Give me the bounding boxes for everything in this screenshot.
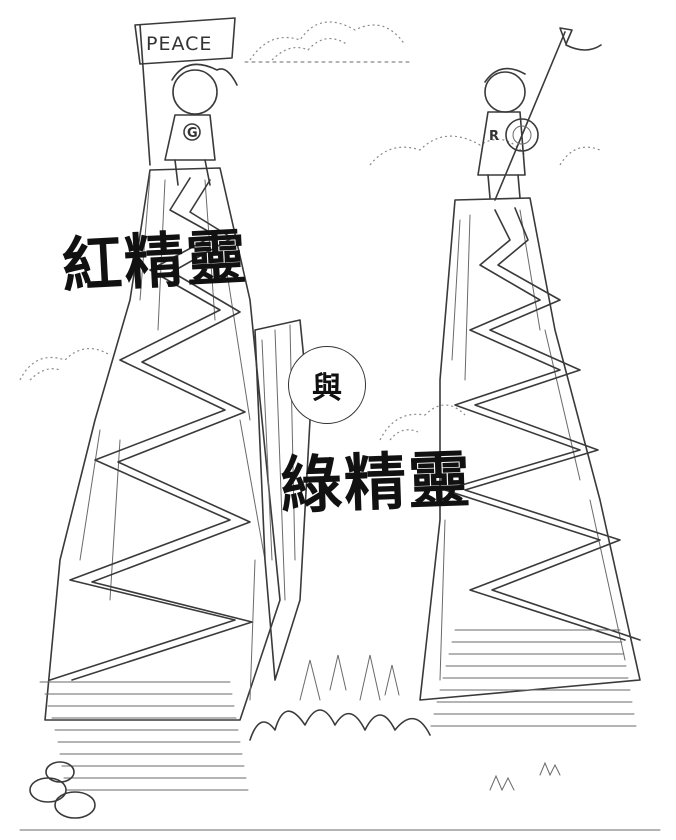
shield	[505, 118, 539, 152]
center-spire	[254, 319, 311, 681]
left-character: PEACE G	[134, 17, 238, 186]
cloud-left-middle	[19, 348, 111, 381]
title-green-elf: 綠精靈	[278, 442, 474, 523]
peace-flag	[134, 17, 236, 65]
connector-circle: 與	[288, 346, 366, 424]
connector-text: 與	[312, 371, 342, 406]
flag-text: PEACE	[146, 33, 212, 55]
cloud-right-middle	[379, 404, 466, 441]
spear	[494, 31, 566, 201]
right-tower	[419, 197, 641, 727]
title-red-elf: 紅精靈	[60, 222, 250, 302]
right-character-head	[484, 71, 526, 113]
left-chest-letter: G	[187, 126, 198, 141]
left-tower	[39, 167, 281, 791]
left-character-head	[172, 69, 218, 115]
foreground-bushes	[19, 654, 661, 831]
right-chest-letter: R	[489, 129, 499, 144]
right-character: R	[477, 27, 602, 201]
cloud-top-center	[244, 21, 411, 63]
cloud-right-top	[369, 135, 601, 166]
